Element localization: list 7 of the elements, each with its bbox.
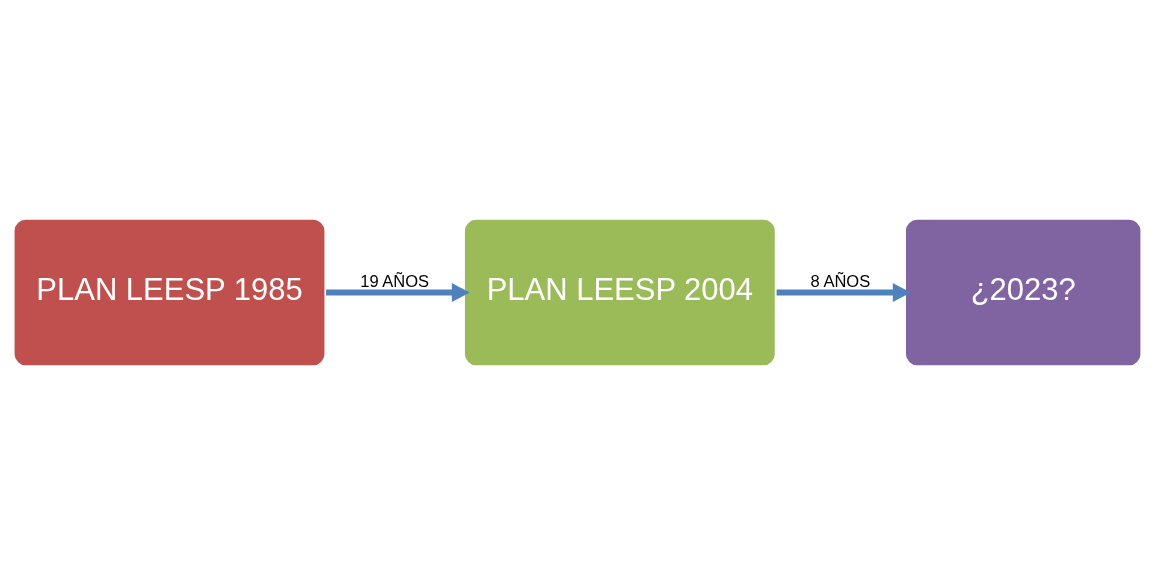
node-box: ¿2023? bbox=[902, 216, 1144, 368]
node-box: PLAN LEESP 2004 bbox=[461, 216, 778, 368]
edge-label: 19 AÑOS bbox=[360, 271, 430, 291]
arrow bbox=[776, 282, 911, 302]
arrow bbox=[326, 282, 470, 302]
edge-label: 8 AÑOS bbox=[810, 271, 871, 291]
node-box: PLAN LEESP 1985 bbox=[11, 216, 328, 368]
